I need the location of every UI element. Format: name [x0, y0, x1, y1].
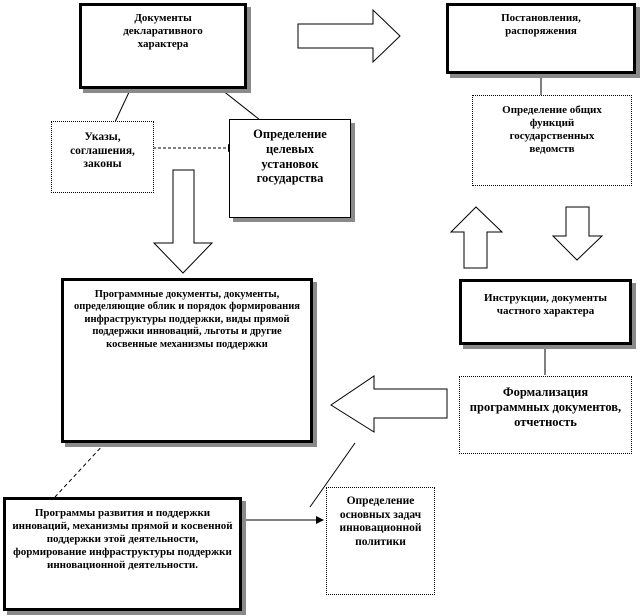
- block-arrow-up-right: [449, 206, 504, 269]
- box-laws: Указы, соглашения, законы: [51, 121, 154, 193]
- block-arrow-left: [330, 375, 448, 433]
- box-dev-programs-text: Программы развития и поддержки инноваций…: [12, 507, 233, 571]
- box-policy-tasks: Определение основных задач инновационной…: [326, 487, 435, 595]
- box-agency-functions-text: Определение общих функций государственны…: [502, 104, 602, 155]
- block-arrow-down-left: [152, 169, 214, 274]
- box-decrees: Постановления, распоряжения: [446, 3, 636, 74]
- box-state-goals-text: Определение целевых установок государств…: [253, 127, 327, 186]
- box-declarative-docs: Документы декларативного характера: [79, 3, 247, 89]
- box-policy-tasks-text: Определение основных задач инновационной…: [339, 495, 422, 548]
- box-program-docs: Программные документы, документы, опреде…: [61, 278, 313, 443]
- box-instructions: Инструкции, документы частного характера: [459, 279, 632, 345]
- connector-program-policy: [309, 442, 356, 508]
- connector-decl-goals: [221, 89, 261, 121]
- box-agency-functions: Определение общих функций государственны…: [472, 95, 632, 186]
- box-state-goals: Определение целевых установок государств…: [229, 119, 351, 218]
- box-declarative-docs-text: Документы декларативного характера: [123, 12, 203, 50]
- box-decrees-text: Постановления, распоряжения: [501, 12, 581, 37]
- box-dev-programs: Программы развития и поддержки инноваций…: [3, 497, 242, 611]
- connector-decl-laws: [114, 89, 131, 123]
- block-arrow-down-right: [551, 206, 604, 261]
- box-formalization-text: Формализация программных документов, отч…: [469, 385, 622, 429]
- box-laws-text: Указы, соглашения, законы: [70, 131, 135, 171]
- block-arrow-right: [297, 8, 401, 64]
- connector-devprograms-policy-head: [316, 516, 324, 524]
- connector-program-devprograms: [54, 442, 106, 498]
- box-program-docs-text: Программные документы, документы, опреде…: [74, 289, 300, 350]
- box-instructions-text: Инструкции, документы частного характера: [484, 292, 607, 317]
- box-formalization: Формализация программных документов, отч…: [459, 376, 632, 454]
